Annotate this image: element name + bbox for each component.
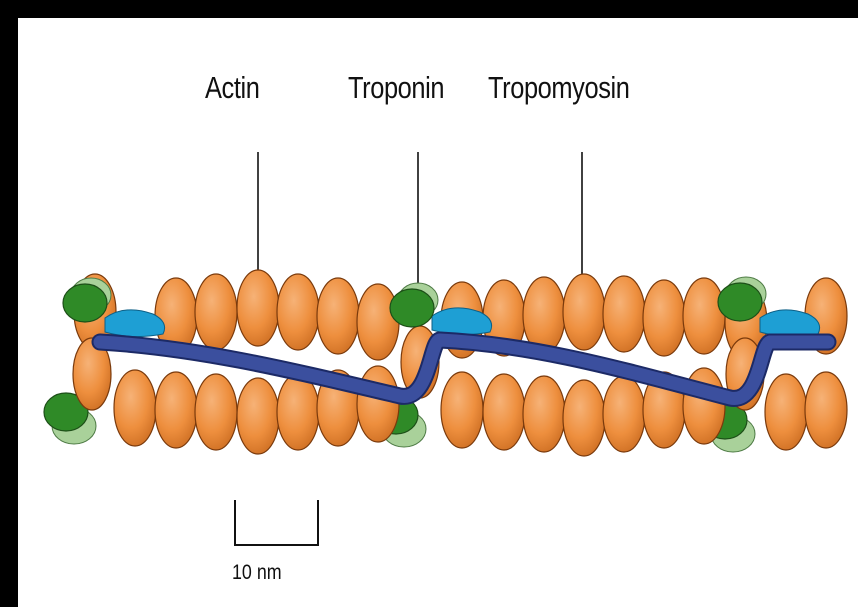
actin-monomer bbox=[317, 278, 359, 354]
actin-monomer bbox=[237, 378, 279, 454]
actin-monomer bbox=[603, 376, 645, 452]
actin-monomer bbox=[603, 276, 645, 352]
actin-monomer bbox=[765, 374, 807, 450]
actin-monomer bbox=[195, 374, 237, 450]
actin-monomer bbox=[277, 374, 319, 450]
actin-monomer bbox=[195, 274, 237, 350]
actin-monomer bbox=[357, 366, 399, 442]
troponin-complex bbox=[718, 283, 762, 321]
actin-label: Actin bbox=[205, 70, 259, 106]
actin-monomer bbox=[277, 274, 319, 350]
actin-monomer bbox=[643, 280, 685, 356]
troponin-complex bbox=[63, 284, 107, 322]
actin-monomer bbox=[563, 380, 605, 456]
troponin-label: Troponin bbox=[348, 70, 444, 106]
actin-monomer bbox=[155, 372, 197, 448]
tropomyosin-label: Tropomyosin bbox=[488, 70, 629, 106]
actin-monomer bbox=[441, 372, 483, 448]
actin-monomer bbox=[483, 374, 525, 450]
actin-monomer bbox=[523, 376, 565, 452]
actin-monomer bbox=[563, 274, 605, 350]
actin-monomer bbox=[683, 278, 725, 354]
actin-monomer bbox=[114, 370, 156, 446]
actin-monomer bbox=[237, 270, 279, 346]
scale-bar-label: 10 nm bbox=[232, 561, 282, 585]
actin-monomer bbox=[357, 284, 399, 360]
actin-monomer bbox=[805, 372, 847, 448]
troponin-complex bbox=[390, 289, 434, 327]
